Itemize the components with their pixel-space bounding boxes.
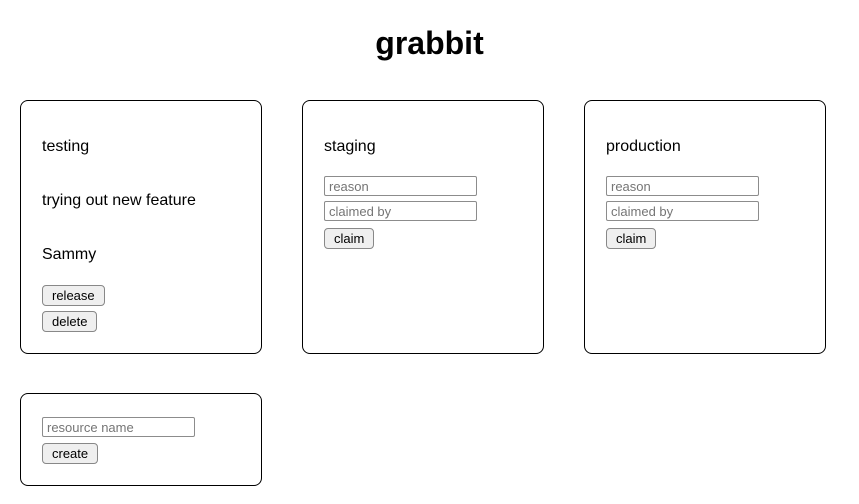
claim-button[interactable]: claim [324,228,375,249]
claimed-by-text: Sammy [42,246,97,263]
claim-reason-text: trying out new feature [42,192,196,209]
resource-card-staging: staging claim [302,100,544,354]
reason-input[interactable] [606,176,759,196]
delete-button[interactable]: delete [42,311,98,332]
claimed-by-input[interactable] [324,201,477,221]
resource-card-testing: testing trying out new feature Sammy rel… [20,100,262,354]
reason-input[interactable] [324,176,477,196]
resource-name-label: production [606,138,681,155]
resource-name-input[interactable] [42,417,195,437]
resource-card-production: production claim [584,100,826,354]
create-button[interactable]: create [42,443,99,464]
claim-button[interactable]: claim [606,228,657,249]
resource-cards-row: testing trying out new feature Sammy rel… [20,100,859,354]
release-button[interactable]: release [42,285,105,306]
resource-name-label: staging [324,138,376,155]
page-title: grabbit [375,25,484,61]
claimed-by-input[interactable] [606,201,759,221]
create-resource-card: create [20,393,262,486]
create-row: create [20,393,859,486]
resource-name-label: testing [42,138,90,155]
